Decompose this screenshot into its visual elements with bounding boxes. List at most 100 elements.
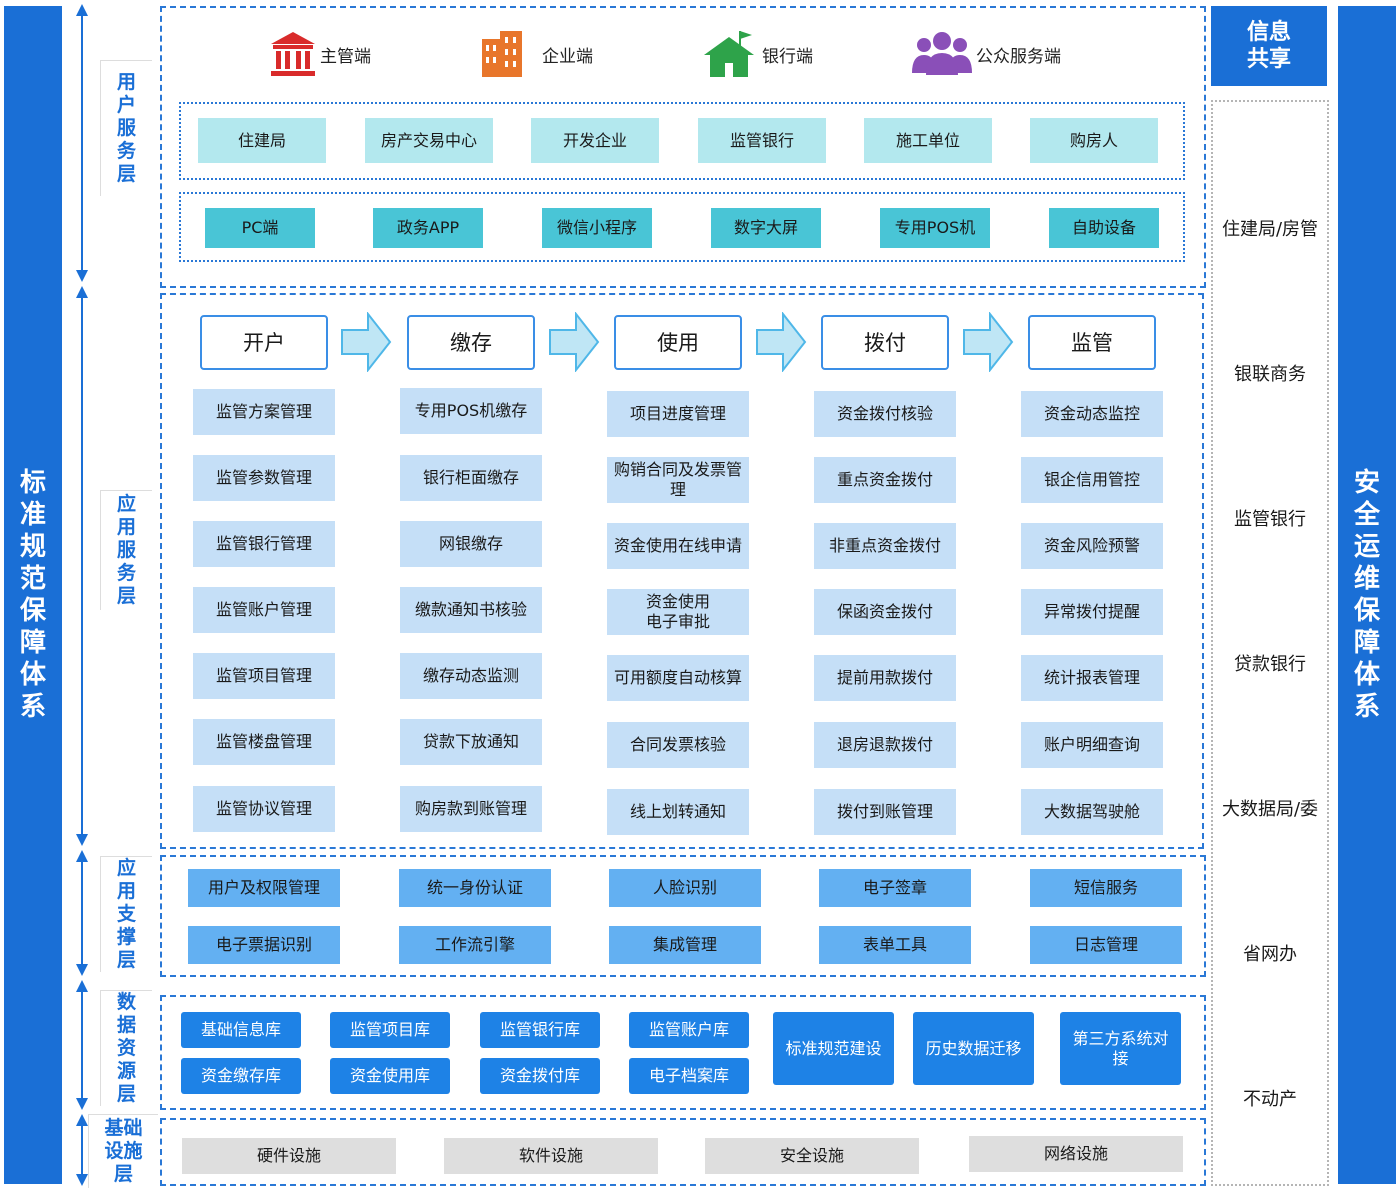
function-item: 监管参数管理 bbox=[193, 455, 335, 501]
function-item: 大数据驾驶舱 bbox=[1021, 789, 1163, 835]
channel-item: 政务APP bbox=[373, 208, 483, 248]
function-item: 监管银行管理 bbox=[193, 521, 335, 567]
support-item: 集成管理 bbox=[609, 926, 761, 964]
terminal-label: 公众服务端 bbox=[976, 46, 1061, 67]
share-item: 不动产 bbox=[1243, 1089, 1297, 1110]
function-item: 监管协议管理 bbox=[193, 786, 335, 832]
stage-arrow-icon bbox=[963, 312, 1014, 372]
terminal-label: 主管端 bbox=[320, 46, 371, 67]
data-item-large: 第三方系统对接 bbox=[1060, 1012, 1181, 1085]
share-item: 住建局/房管 bbox=[1221, 219, 1319, 240]
infra-item: 硬件设施 bbox=[182, 1138, 396, 1174]
layer-arrows bbox=[76, 4, 88, 1186]
function-item: 监管项目管理 bbox=[193, 653, 335, 699]
stage-arrow-icon bbox=[549, 312, 600, 372]
function-item: 拨付到账管理 bbox=[814, 789, 956, 835]
layer-label-infra: 基础设施层 bbox=[88, 1114, 158, 1188]
office-building-icon bbox=[482, 31, 522, 77]
user-service-layer bbox=[160, 6, 1206, 288]
data-item: 资金使用库 bbox=[330, 1058, 450, 1094]
arrow-data-layer bbox=[76, 980, 88, 1110]
channel-item: 自助设备 bbox=[1049, 208, 1159, 248]
arrow-support-layer bbox=[76, 850, 88, 976]
infrastructure-layer bbox=[160, 1118, 1206, 1186]
support-item: 电子票据识别 bbox=[188, 926, 340, 964]
stage-arrow-icon bbox=[756, 312, 807, 372]
function-item: 监管楼盘管理 bbox=[193, 719, 335, 765]
share-list bbox=[1211, 100, 1329, 1186]
arrow-user-layer bbox=[76, 4, 88, 282]
terminal-label: 企业端 bbox=[542, 46, 593, 67]
infra-item: 安全设施 bbox=[705, 1138, 919, 1174]
left-standard-bar: 标准规范保障体系 bbox=[4, 6, 62, 1184]
user-type-item: 开发企业 bbox=[531, 118, 659, 163]
function-item: 合同发票核验 bbox=[607, 722, 749, 768]
stage-box: 缴存 bbox=[407, 315, 535, 370]
stage-box: 监管 bbox=[1028, 315, 1156, 370]
user-types-group bbox=[179, 102, 1185, 180]
function-item: 保函资金拨付 bbox=[814, 589, 956, 635]
function-item: 非重点资金拨付 bbox=[814, 523, 956, 569]
terminal-main: 主管端 bbox=[268, 28, 408, 80]
function-item: 资金风险预警 bbox=[1021, 523, 1163, 569]
right-security-bar: 安全运维保障体系 bbox=[1338, 6, 1396, 1184]
share-item: 大数据局/委 bbox=[1221, 799, 1319, 820]
data-item: 监管账户库 bbox=[629, 1012, 749, 1048]
support-item: 统一身份认证 bbox=[399, 869, 551, 907]
function-item: 贷款下放通知 bbox=[400, 719, 542, 765]
user-type-item: 住建局 bbox=[198, 118, 326, 163]
layer-label-user: 用户服务层 bbox=[100, 60, 152, 196]
user-type-item: 监管银行 bbox=[698, 118, 826, 163]
function-item: 账户明细查询 bbox=[1021, 722, 1163, 768]
function-item: 资金使用 电子审批 bbox=[607, 589, 749, 635]
data-item-large: 历史数据迁移 bbox=[913, 1012, 1034, 1085]
stage-box: 拨付 bbox=[821, 315, 949, 370]
function-item: 重点资金拨付 bbox=[814, 457, 956, 503]
government-building-icon bbox=[271, 32, 315, 76]
terminal-bank: 银行端 bbox=[700, 28, 840, 80]
left-title: 标准规范保障体系 bbox=[19, 468, 46, 722]
terminal-public: 公众服务端 bbox=[910, 28, 1080, 80]
function-item: 购销合同及发票管理 bbox=[607, 457, 749, 503]
share-item: 贷款银行 bbox=[1234, 654, 1306, 675]
data-item: 监管项目库 bbox=[330, 1012, 450, 1048]
infra-item: 网络设施 bbox=[969, 1136, 1183, 1172]
support-item: 短信服务 bbox=[1030, 869, 1182, 907]
arrow-infra-layer bbox=[76, 1114, 88, 1186]
function-item: 统计报表管理 bbox=[1021, 655, 1163, 701]
channel-item: 数字大屏 bbox=[711, 208, 821, 248]
app-support-layer bbox=[160, 855, 1206, 977]
function-item: 专用POS机缴存 bbox=[400, 388, 542, 434]
function-item: 缴款通知书核验 bbox=[400, 587, 542, 633]
support-item: 日志管理 bbox=[1030, 926, 1182, 964]
function-item: 购房款到账管理 bbox=[400, 786, 542, 832]
function-item: 资金拨付核验 bbox=[814, 391, 956, 437]
function-item: 提前用款拨付 bbox=[814, 655, 956, 701]
data-item: 监管银行库 bbox=[480, 1012, 600, 1048]
function-item: 资金使用在线申请 bbox=[607, 523, 749, 569]
support-item: 工作流引擎 bbox=[399, 926, 551, 964]
right-title: 安全运维保障体系 bbox=[1353, 468, 1380, 722]
layer-label-support: 应用支撑层 bbox=[100, 856, 152, 972]
share-item: 银联商务 bbox=[1234, 364, 1306, 385]
data-item-large: 标准规范建设 bbox=[773, 1012, 894, 1085]
support-item: 电子签章 bbox=[819, 869, 971, 907]
stage-box: 开户 bbox=[200, 315, 328, 370]
app-service-layer bbox=[160, 293, 1204, 849]
terminal-enterprise: 企业端 bbox=[476, 28, 616, 80]
people-group-icon bbox=[912, 32, 972, 75]
function-item: 资金动态监控 bbox=[1021, 391, 1163, 437]
terminal-label: 银行端 bbox=[762, 46, 813, 67]
function-item: 可用额度自动核算 bbox=[607, 655, 749, 701]
share-title: 信息共享 bbox=[1246, 20, 1291, 72]
share-item: 省网办 bbox=[1243, 944, 1297, 965]
function-item: 缴存动态监测 bbox=[400, 653, 542, 699]
bank-house-flag-icon bbox=[704, 31, 754, 77]
share-item: 监管银行 bbox=[1234, 509, 1306, 530]
channel-item: 微信小程序 bbox=[542, 208, 652, 248]
data-resource-layer bbox=[160, 995, 1206, 1110]
support-item: 用户及权限管理 bbox=[188, 869, 340, 907]
function-item: 退房退款拨付 bbox=[814, 722, 956, 768]
function-item: 银行柜面缴存 bbox=[400, 455, 542, 501]
function-item: 监管方案管理 bbox=[193, 389, 335, 435]
